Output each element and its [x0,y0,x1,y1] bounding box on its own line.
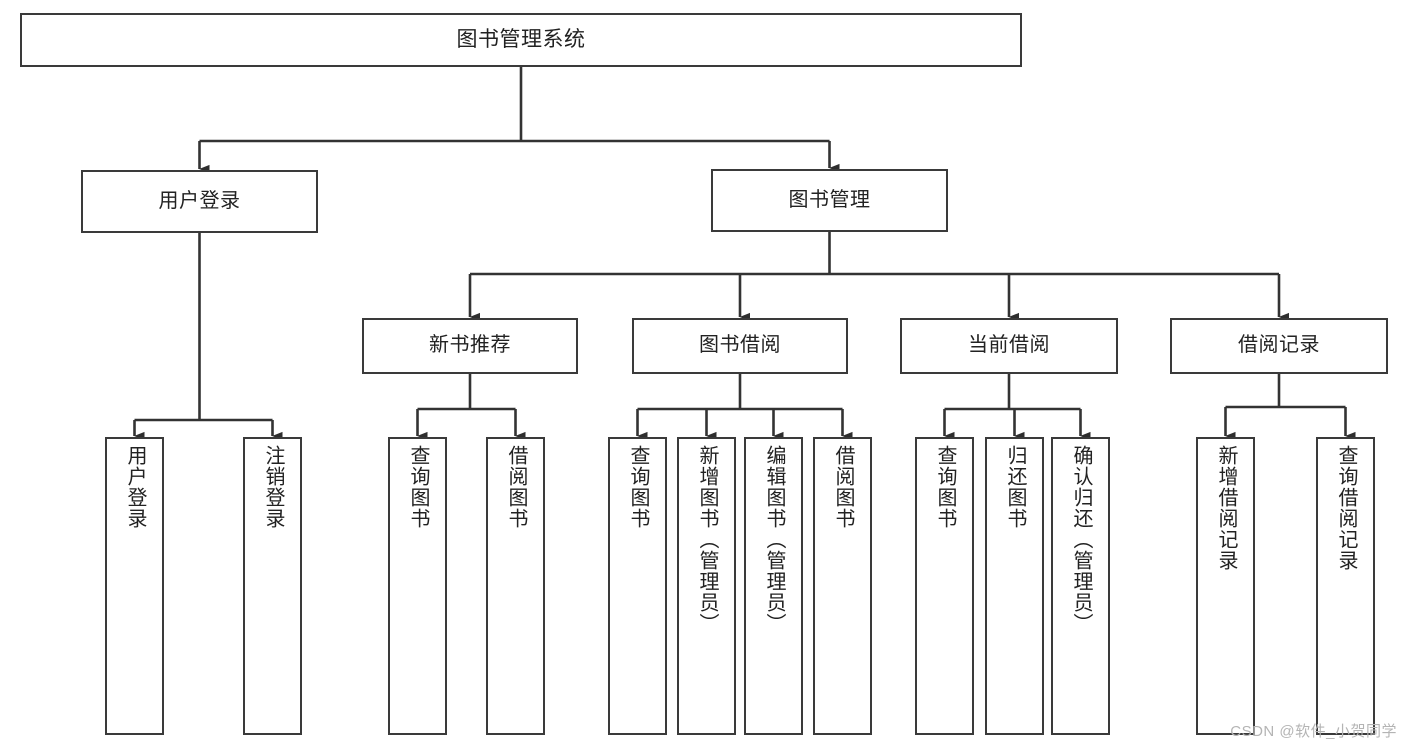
node-user-login[interactable]: 用户登录 [81,170,318,233]
leaf-return-book[interactable]: 归还图书 [985,437,1044,735]
node-label: 借阅图书 [832,445,854,529]
leaf-borrow-book[interactable]: 借阅图书 [813,437,872,735]
node-book-borrow[interactable]: 图书借阅 [632,318,848,374]
node-label: 用户登录 [158,189,241,212]
leaf-add-book-admin[interactable]: 新增图书（管理员） [677,437,736,735]
node-label: 注销登录 [262,445,284,529]
leaf-user-login[interactable]: 用户登录 [105,437,164,735]
node-label: 确认归还（管理员） [1070,445,1092,634]
leaf-query-book-newbook[interactable]: 查询图书 [388,437,447,735]
leaf-confirm-return-admin[interactable]: 确认归还（管理员） [1051,437,1110,735]
node-label: 查询借阅记录 [1335,445,1357,571]
node-label: 图书管理系统 [456,27,586,51]
node-label: 图书借阅 [699,334,781,357]
node-label: 当前借阅 [968,334,1050,357]
leaf-logout[interactable]: 注销登录 [243,437,302,735]
leaf-add-borrow-record[interactable]: 新增借阅记录 [1196,437,1255,735]
leaf-query-book-current[interactable]: 查询图书 [915,437,974,735]
node-label: 新增借阅记录 [1215,445,1237,571]
node-current-borrow[interactable]: 当前借阅 [900,318,1118,374]
node-root-system[interactable]: 图书管理系统 [20,13,1022,67]
node-label: 借阅记录 [1238,334,1320,357]
node-label: 图书管理 [788,188,871,211]
watermark: CSDN @软件_小贺同学 [1230,723,1397,740]
node-borrow-record[interactable]: 借阅记录 [1170,318,1388,374]
node-book-management[interactable]: 图书管理 [711,169,948,232]
leaf-query-book-borrow[interactable]: 查询图书 [608,437,667,735]
node-new-book-recommend[interactable]: 新书推荐 [362,318,578,374]
node-label: 新书推荐 [429,334,511,357]
node-label: 查询图书 [627,445,649,529]
node-label: 查询图书 [407,445,429,529]
leaf-query-borrow-record[interactable]: 查询借阅记录 [1316,437,1375,735]
node-label: 借阅图书 [505,445,527,529]
node-label: 查询图书 [934,445,956,529]
node-label: 用户登录 [124,445,146,529]
leaf-borrow-book-newbook[interactable]: 借阅图书 [486,437,545,735]
leaf-edit-book-admin[interactable]: 编辑图书（管理员） [744,437,803,735]
node-label: 编辑图书（管理员） [763,445,785,634]
node-label: 归还图书 [1004,445,1026,529]
node-label: 新增图书（管理员） [696,445,718,634]
